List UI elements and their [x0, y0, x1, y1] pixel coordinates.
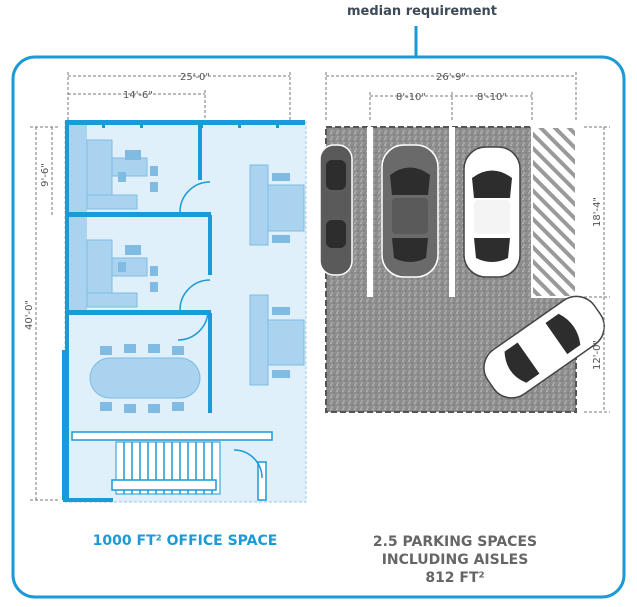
parking-lot: 26'-9" 8'-10" 8'-10" 18'-4" 12'-0" — [319, 72, 610, 413]
office-top-wall — [65, 120, 305, 125]
office-width-inner: 14'-6" — [123, 90, 153, 101]
car-partial — [319, 144, 353, 276]
parking-space-1-width: 8'-10" — [396, 92, 426, 103]
outer-frame — [11, 55, 626, 599]
stall-line — [367, 127, 373, 297]
room-wall-2 — [69, 310, 211, 315]
office-height-total: 40'-0" — [24, 300, 35, 330]
parking-aisle-depth: 12'-0" — [592, 340, 603, 370]
conference-table — [89, 357, 201, 399]
header-label: median requirement — [347, 4, 497, 19]
parking-caption: 2.5 PARKING SPACES INCLUDING AISLES 812 … — [330, 533, 580, 587]
room-wall-1 — [69, 212, 211, 217]
parking-width-total: 26'-9" — [436, 72, 466, 83]
hatched-aisle — [531, 126, 577, 298]
car-white — [463, 146, 521, 278]
office-left-wall — [65, 122, 69, 502]
stair-wall — [71, 431, 273, 441]
parking-space-depth: 18'-4" — [592, 197, 603, 227]
parking-space-2-width: 8'-10" — [477, 92, 507, 103]
car-angled — [483, 295, 605, 399]
stall-line — [449, 127, 455, 297]
parking-caption-line-3: 812 FT² — [425, 570, 485, 586]
office-caption: 1000 FT² OFFICE SPACE — [92, 533, 278, 549]
office-room-height: 9'-6" — [40, 163, 51, 187]
parking-caption-line-1: 2.5 PARKING SPACES — [372, 534, 538, 550]
parking-caption-line-2: INCLUDING AISLES — [381, 552, 529, 568]
car-dark — [381, 144, 439, 278]
office-width-total: 25'-0" — [180, 72, 210, 83]
office-floorplan: 25'-0" 14'-6" 9'-6" 40'-0" — [24, 72, 307, 503]
